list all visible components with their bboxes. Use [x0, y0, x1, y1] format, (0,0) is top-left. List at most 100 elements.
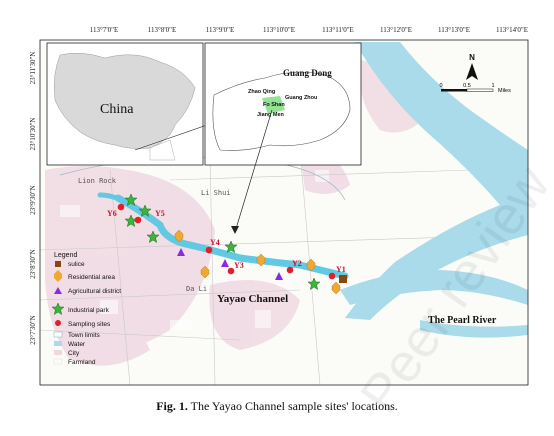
north-arrow: N [466, 53, 478, 80]
industrial-marker [124, 193, 138, 207]
longitude-label: 113°11'0"E [322, 26, 354, 34]
latitude-label: 23°11'30"N [29, 52, 37, 85]
latitude-label: 23°9'30"N [29, 185, 37, 214]
legend-town-limits-label: Town limits [68, 332, 101, 339]
legend-farmland-label: Farmland [68, 359, 96, 366]
residential-marker [331, 281, 341, 295]
city-areas [45, 60, 430, 366]
roads [40, 149, 521, 385]
legend-sluice-label: sulice [68, 261, 85, 268]
legend-industrial-label: Industrial park [68, 307, 110, 314]
residential-marker [200, 265, 210, 279]
industrial-marker [307, 277, 321, 291]
china-inset: China [46, 42, 208, 166]
industrial-marker [146, 230, 160, 244]
china-label: China [100, 102, 134, 117]
longitude-label: 113°12'0"E [380, 26, 412, 34]
river-south-branch [420, 320, 528, 338]
residential-marker [256, 253, 266, 267]
scale-segment [466, 88, 494, 92]
legend-title: Legend [54, 252, 77, 259]
scale-unit: Miles [498, 88, 511, 94]
guangdong-outline [212, 71, 351, 151]
north-arrow-icon [466, 63, 478, 80]
city-label-foshan: Fo Shan [263, 102, 285, 108]
river-label: The Pearl River [428, 315, 497, 326]
agricultural-marker [275, 272, 283, 280]
residential-marker [174, 229, 184, 243]
legend-sampling-swatch [55, 320, 61, 326]
map-frame [39, 39, 529, 386]
legend-residential-label: Residential area [68, 274, 115, 281]
guangdong-title: Guang Dong [283, 68, 332, 78]
channel-label: Yayao Channel [217, 293, 288, 305]
latitude-label: 23°7'30"N [29, 315, 37, 344]
agricultural-markers [177, 248, 283, 280]
sampling-site-y6 [117, 203, 125, 211]
longitude-label: 113°8'0"E [148, 26, 176, 34]
scale-label: 0 [439, 83, 442, 89]
latitude-label: 23°10'30"N [29, 118, 37, 151]
scale-segment [441, 89, 467, 92]
legend-city-swatch [54, 350, 62, 355]
longitude-label: 113°7'0"E [90, 26, 118, 34]
caption-text: The Yayao Channel sample sites' location… [187, 399, 398, 413]
china-silhouette [53, 52, 196, 149]
legend-industrial-swatch [51, 302, 65, 316]
legend-water-label: Water [68, 341, 86, 348]
site-label-y6: Y6 [107, 209, 117, 218]
industrial-marker [224, 240, 238, 254]
pearl-river [345, 42, 528, 320]
longitude-label: 113°13'0"E [438, 26, 470, 34]
sampling-site-y4 [205, 246, 213, 254]
north-label: N [469, 53, 475, 62]
sampling-site-y1 [328, 272, 336, 280]
pearl-river-branch [340, 270, 528, 305]
south-china-sea-box [149, 139, 176, 161]
legend-city-label: City [68, 350, 80, 357]
residential-markers [174, 229, 341, 295]
legend-town-limits-swatch [53, 331, 63, 338]
latitude-label: 23°8'30"N [29, 249, 37, 278]
sampling-markers [117, 203, 336, 280]
scale-bar: 0 0.5 1 Miles [439, 83, 511, 94]
longitude-label: 113°9'0"E [206, 26, 234, 34]
legend-agricultural-swatch [54, 287, 62, 294]
guangdong-inset: Guang Dong Zhao Qing Guang Zhou Fo Shan … [204, 42, 362, 234]
industrial-markers [124, 193, 321, 291]
pointer-arrowhead [231, 226, 239, 234]
sampling-site-y2 [286, 266, 294, 274]
agricultural-marker [221, 259, 229, 267]
town-label-lion-rock: Lion Rock [78, 177, 117, 185]
legend-residential-swatch [54, 270, 62, 282]
channel-upper-branch [97, 192, 133, 208]
town-label-da-li: Da Li [186, 285, 207, 293]
latitude-labels: 23°11'30"N 23°10'30"N 23°9'30"N 23°8'30"… [29, 52, 37, 345]
legend: Legend sulice Residential area Agricultu… [51, 252, 121, 366]
site-label-y5: Y5 [155, 209, 165, 218]
sluice-marker [339, 275, 347, 283]
industrial-marker [138, 204, 152, 218]
site-label-y1: Y1 [336, 265, 346, 274]
site-label-y2: Y2 [292, 259, 302, 268]
residential-marker [306, 258, 316, 272]
town-label-li-shui: Li Shui [201, 189, 231, 197]
legend-water-swatch [54, 341, 62, 346]
sampling-site-y5 [134, 216, 142, 224]
longitude-labels: 113°7'0"E 113°8'0"E 113°9'0"E 113°10'0"E… [90, 26, 528, 34]
legend-agricultural-label: Agricultural district [68, 288, 121, 295]
longitude-label: 113°14'0"E [496, 26, 528, 34]
yayao-channel [114, 194, 349, 280]
pointer-line [234, 109, 273, 233]
site-label-y4: Y4 [210, 238, 220, 247]
farmland-patches [60, 170, 329, 330]
study-area-highlight [262, 96, 285, 114]
markers: Y1 Y2 Y3 Y4 Y5 Y6 [107, 193, 347, 295]
city-label-guangzhou: Guang Zhou [285, 95, 317, 101]
legend-sluice-swatch [55, 261, 61, 267]
figure-caption: Fig. 1. The Yayao Channel sample sites' … [0, 399, 554, 414]
city-label-zhaoqing: Zhao Qing [248, 89, 275, 95]
site-label-y3: Y3 [234, 261, 244, 270]
caption-prefix: Fig. 1. [156, 399, 188, 413]
